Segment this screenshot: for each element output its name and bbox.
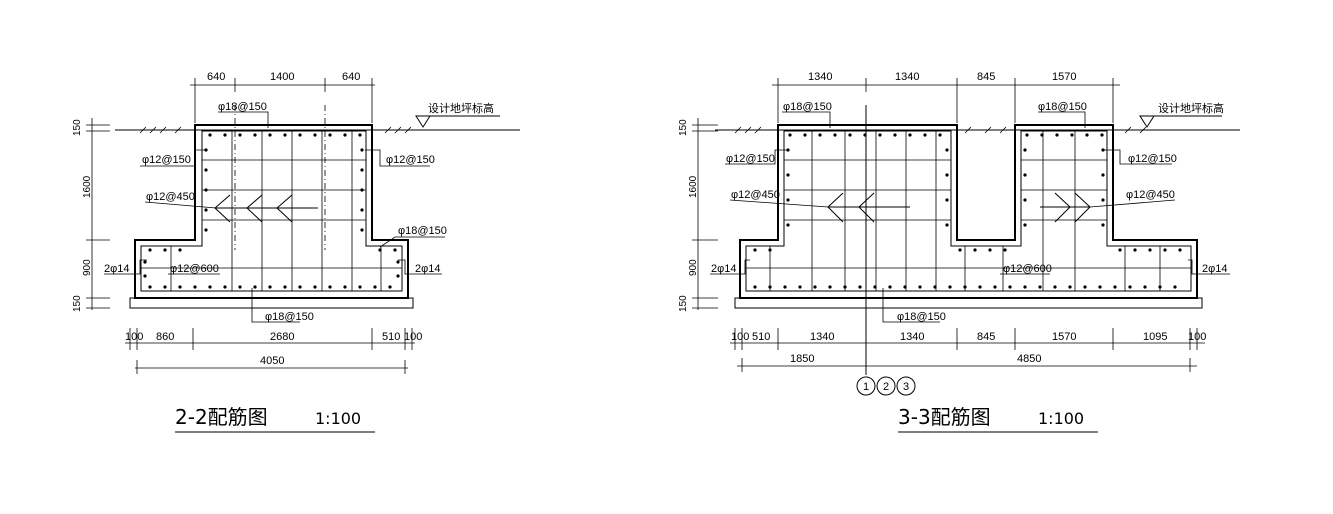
bottom-dim-3-3-3: 1340 [810,331,834,343]
tank-outline-3-3 [739,124,1198,299]
rebar-label-top-left-3-3: φ18@150 [783,101,832,113]
rebar-label-wall-right-2-2: φ12@150 [386,154,435,166]
rebar-label-wall-left-3-3: φ12@150 [726,153,775,165]
blinding-layer-2-2 [129,297,414,309]
grid-bubble-3 [896,376,916,396]
top-dim-4-3-3: 1570 [1052,71,1076,83]
bottom-dim-4-2-2: 510 [382,331,400,343]
grid-bubble-2 [876,376,896,396]
ground-elevation-label-2-2: 设计地坪标高 [428,101,494,115]
left-dim-4-2-2: 150 [72,295,83,312]
left-dim-1-3-3: 150 [678,119,689,136]
rebar-cage-3-3 [745,130,1192,292]
bottom-dim-5-2-2: 100 [404,331,422,343]
rebar-label-wall-right-3-3: φ12@150 [1128,153,1177,165]
ground-elevation-label-3-3: 设计地坪标高 [1158,101,1224,115]
bottom-dim-7-3-3: 1095 [1143,331,1167,343]
tie-hooks-2-2 [214,194,318,223]
horizontal-rebars-2-2 [141,159,402,269]
bottom-dim-5-3-3: 845 [977,331,995,343]
rebar-label-base-side-right-3-3: 2φ14 [1202,263,1228,275]
rebar-dots-3-3 [753,133,1182,289]
ground-hatch-3-3 [734,126,1147,134]
rebar-label-base-mid-3-3: φ12@600 [1003,263,1052,275]
bottom-dim-4-3-3: 1340 [900,331,924,343]
top-dim-3-3-3: 845 [977,71,995,83]
bottom-dim-3-2-2: 2680 [270,331,294,343]
grid-bubble-2-label: 2 [883,381,889,393]
rebar-label-tie-left-3-3: φ12@450 [731,189,780,201]
left-dim-4-3-3: 150 [678,295,689,312]
rebar-cage-2-2 [140,130,403,292]
rebar-label-top-2-2: φ18@150 [218,101,267,113]
left-dimension-lines-3-3 [692,118,718,310]
drawing-scale-3-3: 1:100 [1038,409,1084,428]
vertical-rebars-2-2 [170,131,382,291]
grid-bubble-3-label: 3 [903,381,909,393]
drawing-scale-2-2: 1:100 [315,409,361,428]
rebar-label-base-right-2-2: φ18@150 [398,225,447,237]
top-dim-3-2-2: 640 [342,71,360,83]
vertical-rebars-3-3 [769,131,1161,291]
elevation-marker-3-3 [1139,115,1155,128]
bottom-dim-2-3-3: 510 [752,331,770,343]
elevation-marker-2-2 [415,115,431,128]
rebar-label-wall-left-2-2: φ12@150 [142,154,191,166]
rebar-label-bottom-3-3: φ18@150 [897,311,946,323]
top-dim-1-3-3: 1340 [808,71,832,83]
left-dim-2-2-2: 1600 [82,175,93,198]
horizontal-rebars-3-3 [746,159,1191,269]
ground-hatch-left-2-2 [139,126,182,134]
left-dim-2-3-3: 1600 [688,175,699,198]
rebar-label-bottom-2-2: φ18@150 [265,311,314,323]
grid-bubble-1-label: 1 [863,381,869,393]
bottom-dim-2-2-2: 860 [156,331,174,343]
rebar-dots-2-2 [143,133,400,289]
rebar-label-base-side-right-2-2: 2φ14 [415,263,441,275]
bottom-dimension-lines-3-3 [730,328,1205,372]
rebar-label-base-mid-2-2: φ12@600 [170,263,219,275]
bottom-dim-6-3-3: 1570 [1052,331,1076,343]
bottom-dim-8-3-3: 100 [1188,331,1206,343]
rebar-label-top-right-3-3: φ18@150 [1038,101,1087,113]
top-dim-1-2-2: 640 [207,71,225,83]
tie-hooks-3-3 [827,192,1091,223]
total-dim-1-3-3: 1850 [790,353,814,365]
grid-bubble-1 [856,376,876,396]
top-dimension-lines-2-2 [190,78,375,123]
rebar-label-tie-right-3-3: φ12@450 [1126,189,1175,201]
ground-hatch-right-2-2 [384,126,412,134]
rebar-label-base-side-left-2-2: 2φ14 [104,263,130,275]
top-dim-2-2-2: 1400 [270,71,294,83]
top-dimension-lines-3-3 [772,78,1120,123]
bottom-dim-1-3-3: 100 [731,331,749,343]
bottom-dim-1-2-2: 100 [125,331,143,343]
section-2-2: 设计地坪标高 [72,71,520,433]
left-dim-3-3-3: 900 [688,259,699,276]
rebar-label-base-side-left-3-3: 2φ14 [711,263,737,275]
top-dim-2-3-3: 1340 [895,71,919,83]
left-dim-1-2-2: 150 [72,119,83,136]
bottom-dimension-lines-2-2 [125,328,415,374]
total-dim-2-3-3: 4850 [1017,353,1041,365]
total-dim-2-2: 4050 [260,355,284,367]
drawing-title-2-2: 2-2配筋图 [175,405,268,429]
blinding-layer-3-3 [734,297,1203,309]
left-dimension-lines-2-2 [86,118,110,310]
rebar-label-tie-2-2: φ12@450 [146,191,195,203]
drawing-title-3-3: 3-3配筋图 [898,405,991,429]
section-3-3: 设计地坪标高 [678,71,1240,433]
left-dim-3-2-2: 900 [82,259,93,276]
grid-bubbles-3-3: 1 2 3 [856,376,916,396]
